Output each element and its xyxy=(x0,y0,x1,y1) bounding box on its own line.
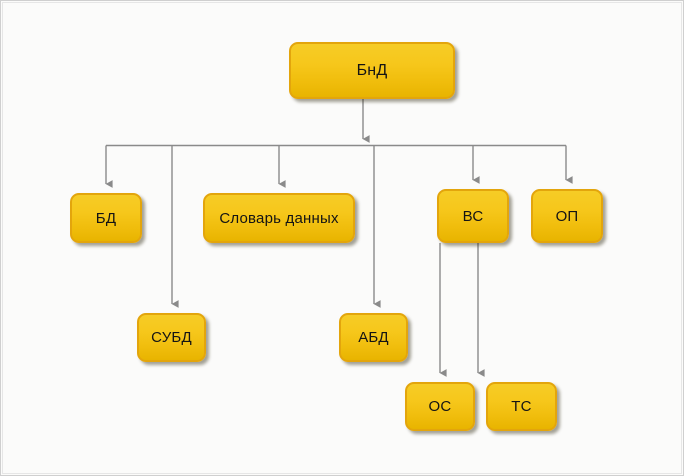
node-bnd-label: БнД xyxy=(356,61,388,79)
node-os-label: ОС xyxy=(428,398,452,415)
node-ts[interactable]: ТС xyxy=(486,382,557,431)
node-subd-label: СУБД xyxy=(151,329,192,346)
node-os[interactable]: ОС xyxy=(405,382,475,431)
node-ts-label: ТС xyxy=(511,398,532,415)
node-vs-label: ВС xyxy=(462,207,484,225)
node-bnd[interactable]: БнД xyxy=(289,42,455,99)
node-op-label: ОП xyxy=(555,207,579,225)
node-op[interactable]: ОП xyxy=(531,189,603,243)
node-vs[interactable]: ВС xyxy=(437,189,509,243)
node-bd[interactable]: БД xyxy=(70,193,142,243)
node-slovar-dannyh[interactable]: Словарь данных xyxy=(203,193,355,243)
node-slovar-dannyh-label: Словарь данных xyxy=(219,209,339,227)
node-subd[interactable]: СУБД xyxy=(137,313,206,362)
node-abd-label: АБД xyxy=(358,329,389,346)
node-bd-label: БД xyxy=(95,209,117,227)
node-abd[interactable]: АБД xyxy=(339,313,408,362)
